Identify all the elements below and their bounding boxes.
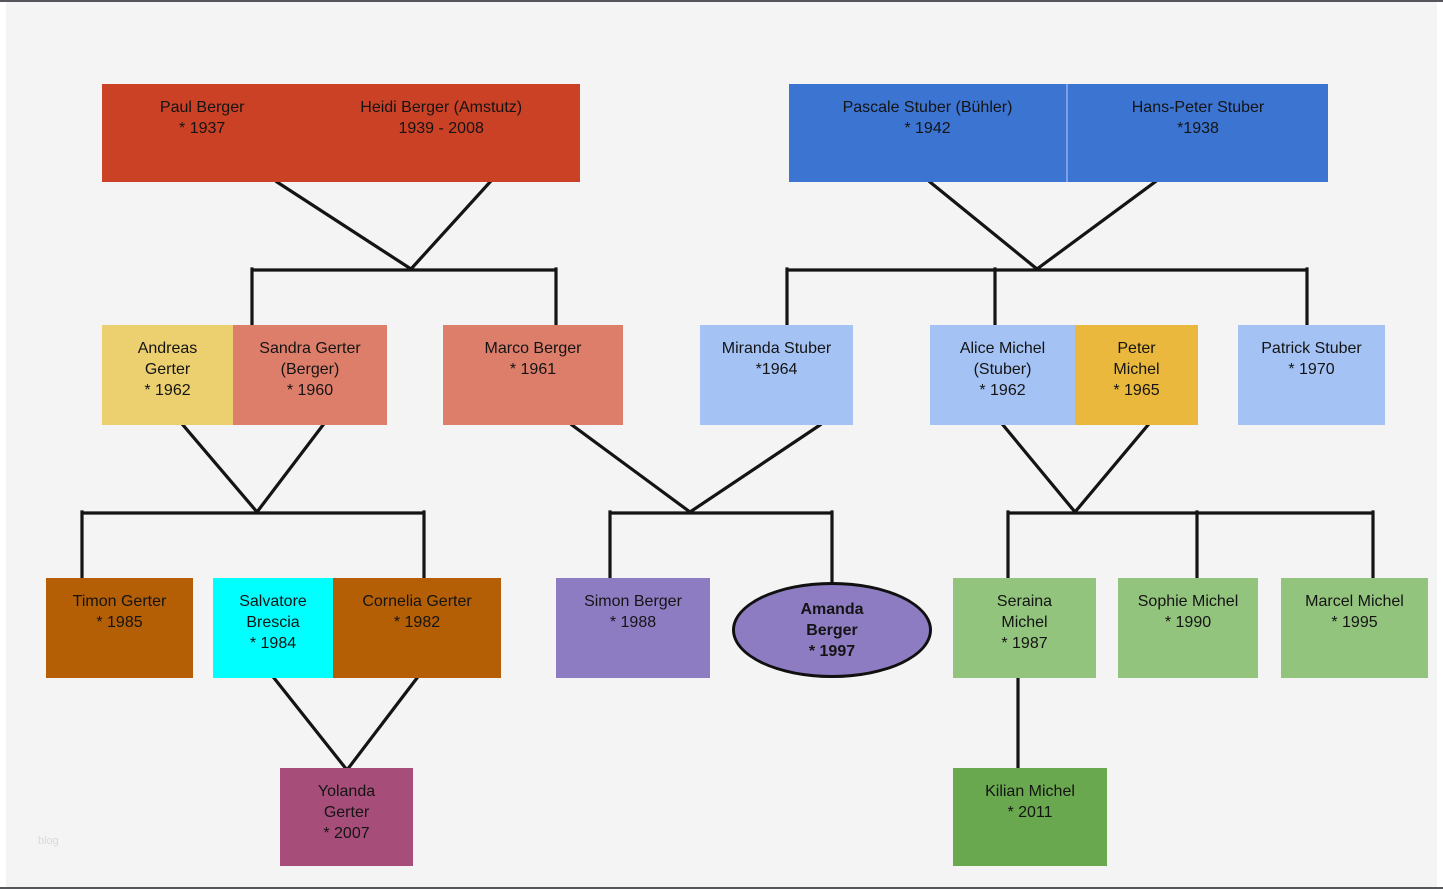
node-text-line: * 1984 [249, 635, 297, 652]
node-text-line: * 1937 [179, 120, 226, 137]
person-node-peter-michel: Peter Michel * 1965 [1075, 325, 1198, 425]
person-paul-berger: Paul Berger * 1937 [102, 84, 302, 182]
node-text-line: Cornelia Gerter [362, 593, 472, 610]
node-text-line: Amanda [800, 600, 864, 618]
node-text-line: Kilian Michel [985, 783, 1075, 800]
node-text-line: Sandra Gerter [259, 340, 361, 357]
node-text-line: Hans-Peter Stuber [1131, 99, 1265, 116]
person-node-miranda-stuber: Miranda Stuber *1964 [700, 325, 853, 425]
node-text-line: *1938 [1177, 120, 1219, 137]
node-text-line: * 1982 [393, 614, 441, 631]
node-text-line: Andreas [137, 340, 198, 357]
node-text-line: * 1988 [609, 614, 657, 631]
person-node-timon-gerter: Timon Gerter * 1985 [46, 578, 193, 678]
node-text-line: Brescia [246, 614, 300, 631]
node-text-line: Paul Berger [159, 99, 245, 116]
node-text-line: Simon Berger [584, 593, 682, 610]
person-heidi-berger: Heidi Berger (Amstutz) 1939 - 2008 [302, 84, 580, 182]
node-text-line: Gerter [323, 804, 370, 821]
node-text-line: Alice Michel [959, 340, 1046, 357]
couple-node-pascale-hanspeter-stuber: Pascale Stuber (Bühler) * 1942 Hans-Pete… [789, 84, 1328, 182]
node-text-line: (Berger) [280, 361, 340, 378]
node-text-line: * 2007 [323, 825, 370, 842]
node-text-line: * 1960 [286, 382, 334, 399]
node-text-line: * 1962 [144, 382, 191, 399]
node-text-line: *1964 [755, 361, 798, 378]
node-text-line: * 1961 [509, 361, 557, 378]
node-text-line: Michel [1113, 361, 1160, 378]
node-text-line: Yolanda [317, 783, 376, 800]
person-node-sandra-gerter: Sandra Gerter (Berger) * 1960 [233, 325, 387, 425]
node-text-line: * 1942 [904, 120, 951, 137]
node-text-line: Michel [1001, 614, 1048, 631]
node-text-line: * 1987 [1001, 635, 1048, 652]
node-text-line: Patrick Stuber [1261, 340, 1362, 357]
person-node-amanda-berger: Amanda Berger * 1997 [732, 582, 932, 678]
node-text-line: Peter [1117, 340, 1156, 357]
person-node-patrick-stuber: Patrick Stuber * 1970 [1238, 325, 1385, 425]
node-text-line: Heidi Berger (Amstutz) [360, 99, 523, 116]
person-node-marcel-michel: Marcel Michel * 1995 [1281, 578, 1428, 678]
node-text-line: Salvatore [239, 593, 307, 610]
person-node-cornelia-gerter: Cornelia Gerter * 1982 [333, 578, 501, 678]
node-text-line: Gerter [144, 361, 191, 378]
node-text-line: * 1997 [808, 642, 856, 660]
person-node-yolanda-gerter: Yolanda Gerter * 2007 [280, 768, 413, 866]
node-text-line: Marcel Michel [1305, 593, 1404, 610]
couple-node-paul-heidi-berger: Paul Berger * 1937 Heidi Berger (Amstutz… [102, 84, 580, 182]
node-text-line: Seraina [996, 593, 1053, 610]
node-text-line: * 1985 [96, 614, 143, 631]
node-text-line: * 1970 [1288, 361, 1335, 378]
person-node-marco-berger: Marco Berger * 1961 [443, 325, 623, 425]
person-pascale-stuber: Pascale Stuber (Bühler) * 1942 [789, 84, 1066, 182]
node-text-line: * 2011 [1007, 804, 1053, 821]
person-node-seraina-michel: Seraina Michel * 1987 [953, 578, 1096, 678]
node-text-line: * 1995 [1331, 614, 1378, 631]
person-node-sophie-michel: Sophie Michel * 1990 [1118, 578, 1258, 678]
person-node-andreas-gerter: Andreas Gerter * 1962 [102, 325, 233, 425]
person-node-alice-michel: Alice Michel (Stuber) * 1962 [930, 325, 1075, 425]
frame-bottom-border [0, 887, 1443, 889]
node-text-line: * 1965 [1113, 382, 1160, 399]
person-node-salvatore-brescia: Salvatore Brescia * 1984 [213, 578, 333, 678]
person-hans-peter-stuber: Hans-Peter Stuber *1938 [1066, 84, 1328, 182]
node-text-line: Berger [806, 621, 858, 639]
node-text-line: Marco Berger [484, 340, 582, 357]
node-text-line: Miranda Stuber [721, 340, 832, 357]
person-node-simon-berger: Simon Berger * 1988 [556, 578, 710, 678]
node-text-line: * 1962 [979, 382, 1026, 399]
node-text-line: (Stuber) [973, 361, 1032, 378]
person-node-kilian-michel: Kilian Michel * 2011 [953, 768, 1107, 866]
node-text-line: 1939 - 2008 [398, 120, 484, 137]
node-text-line: Timon Gerter [72, 593, 167, 610]
frame-top-border [0, 0, 1443, 2]
node-text-line: Sophie Michel [1137, 593, 1239, 610]
blog-watermark: blog [38, 835, 59, 847]
node-text-line: Pascale Stuber (Bühler) [842, 99, 1013, 116]
node-text-line: * 1990 [1164, 614, 1212, 631]
